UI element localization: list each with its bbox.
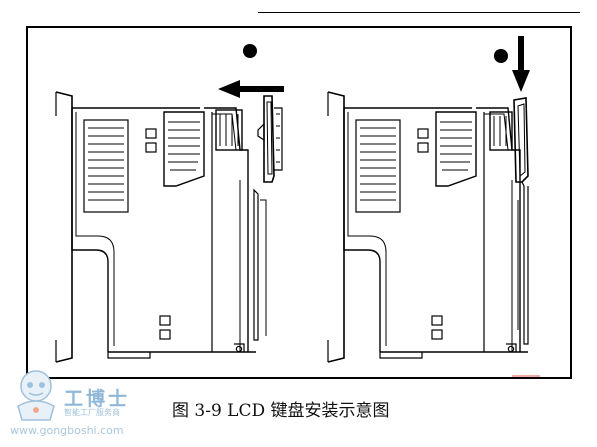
step-1-label: ❶ [242,41,257,60]
robot-mascot-icon [17,370,55,421]
figure-caption: 图 3-9 LCD 键盘安装示意图 [172,401,390,421]
step-2-label: ❷ [493,46,508,65]
step-2-arrow [512,36,530,92]
step-2-marker [494,49,508,63]
watermark: 工博士 智能工厂服务商 www.gongboshi.com [8,366,158,444]
step-1-arrow [218,80,284,98]
diagram-left-device [55,91,267,363]
watermark-subtitle: 智能工厂服务商 [64,408,120,417]
step-1-marker [243,44,257,58]
header-rule [258,12,580,13]
lcd-keypad-detached [257,95,283,183]
watermark-url: www.gongboshi.com [10,424,124,437]
watermark-title: 工博士 [64,388,131,410]
figure-frame [26,26,572,379]
diagram-right-device [327,91,529,363]
